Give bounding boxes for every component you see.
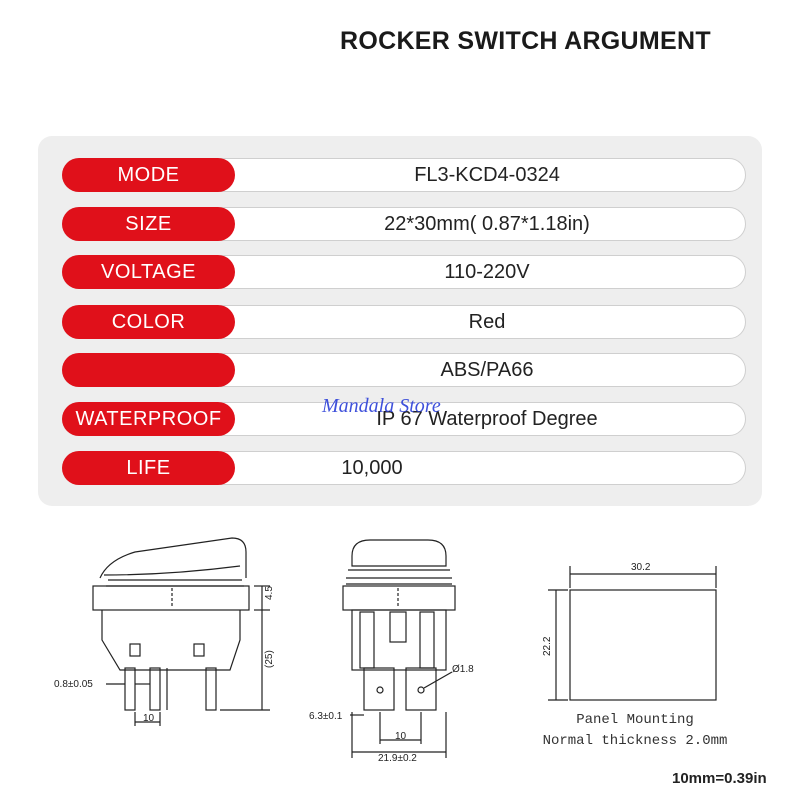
spec-row-material: ABS/PA66 <box>62 353 746 387</box>
dim-panel-width: 30.2 <box>631 562 651 573</box>
spec-row-life: 10,000 LIFE <box>62 451 746 485</box>
store-watermark: Mandala Store <box>322 395 441 417</box>
panel-caption-line1: Panel Mounting <box>576 712 694 728</box>
spec-value-voltage: 110-220V <box>444 261 530 283</box>
spec-row-size: 22*30mm( 0.87*1.18in) SIZE <box>62 207 746 241</box>
scale-note: 10mm=0.39in <box>672 770 767 787</box>
spec-value-size: 22*30mm( 0.87*1.18in) <box>384 213 590 235</box>
spec-label-material <box>62 353 235 387</box>
spec-row-mode: FL3-KCD4-0324 MODE <box>62 158 746 192</box>
side-view-drawing <box>92 537 270 726</box>
dim-front-pin-spacing: 10 <box>395 731 407 742</box>
spec-value-material: ABS/PA66 <box>440 359 534 381</box>
panel-caption-line2: Normal thickness 2.0mm <box>542 733 728 749</box>
dim-front-body-width: 21.9±0.2 <box>378 753 417 764</box>
spec-label-waterproof: WATERPROOF <box>62 402 235 436</box>
spec-label-life: LIFE <box>62 451 235 485</box>
spec-row-voltage: 110-220V VOLTAGE <box>62 255 746 289</box>
page-title: ROCKER SWITCH ARGUMENT <box>340 27 711 55</box>
dim-panel-height: 22.2 <box>542 636 553 656</box>
spec-value-color: Red <box>468 311 506 333</box>
front-view-drawing <box>342 539 456 758</box>
dim-side-top: 4.5 <box>264 586 275 600</box>
dim-side-pin-spacing: 10 <box>143 713 155 724</box>
spec-label-color: COLOR <box>62 305 235 339</box>
spec-label-mode: MODE <box>62 158 235 192</box>
spec-row-color: Red COLOR <box>62 305 746 339</box>
dim-front-hole: Ø1.8 <box>452 664 474 675</box>
dim-side-total: (25) <box>264 650 275 668</box>
panel-cutout-drawing <box>548 566 717 701</box>
spec-row-waterproof: IP 67 Waterproof Degree WATERPROOF <box>62 402 746 436</box>
spec-value-waterproof: IP 67 Waterproof Degree <box>376 408 598 430</box>
spec-label-size: SIZE <box>62 207 235 241</box>
spec-value-life: 10,000 <box>341 457 403 479</box>
dim-side-pin-thickness: 0.8±0.05 <box>54 679 93 690</box>
dim-front-pin-width: 6.3±0.1 <box>309 711 343 722</box>
spec-value-mode: FL3-KCD4-0324 <box>414 164 560 186</box>
spec-label-voltage: VOLTAGE <box>62 255 235 289</box>
